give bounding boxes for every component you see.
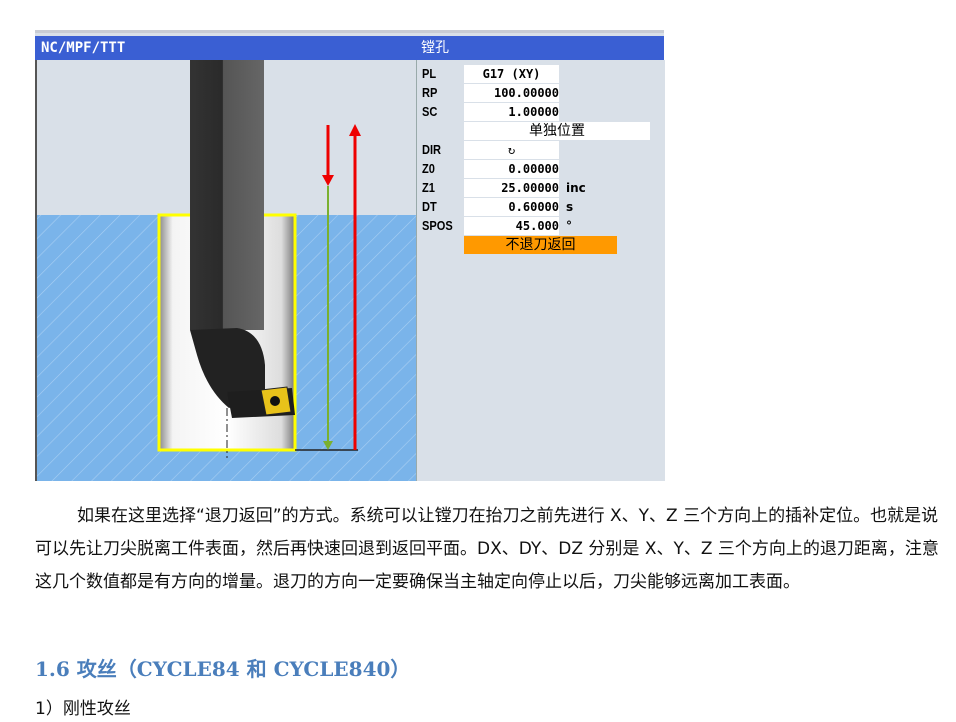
body-paragraph: 如果在这里选择“退刀返回”的方式。系统可以让镗刀在抬刀之前先进行 X、Y、Z 三… xyxy=(35,506,939,592)
param-z0-field[interactable]: 0.00000 xyxy=(464,160,559,178)
boring-graphic xyxy=(35,60,417,481)
param-z1-field[interactable]: 25.00000 xyxy=(464,179,559,197)
param-label: DIR xyxy=(422,142,442,157)
param-label: SPOS xyxy=(422,218,453,233)
boring-cycle-window: NC/MPF/TTT 镗孔 PL G17 (XY) RP 100.00000 SC 1… xyxy=(35,30,665,481)
param-spos-field[interactable]: 45.000 xyxy=(464,217,559,235)
param-pl-field[interactable]: G17 (XY) xyxy=(464,65,559,83)
param-sc-field[interactable]: 1.00000 xyxy=(464,103,559,121)
boring-tool-diagram xyxy=(37,60,417,481)
position-mode-field[interactable]: 单独位置 xyxy=(464,122,650,140)
tool-shaft xyxy=(190,60,264,330)
param-dir-field[interactable]: ↻ xyxy=(464,141,559,159)
param-label: Z1 xyxy=(422,180,435,195)
path-title: NC/MPF/TTT xyxy=(35,36,416,60)
param-label: DT xyxy=(422,199,437,214)
param-label: RP xyxy=(422,85,438,100)
param-rp-field[interactable]: 100.00000 xyxy=(464,84,559,102)
retract-option-field[interactable]: 不退刀返回 xyxy=(464,236,617,254)
param-label: Z0 xyxy=(422,161,435,176)
param-dt-field[interactable]: 0.60000 xyxy=(464,198,559,216)
param-unit: s xyxy=(566,200,574,214)
param-unit: inc xyxy=(566,181,586,195)
param-label: SC xyxy=(422,104,438,119)
section-heading: 1.6 攻丝（CYCLE84 和 CYCLE840） xyxy=(35,657,411,681)
param-unit: ° xyxy=(566,219,572,233)
param-label: PL xyxy=(422,66,437,81)
parameter-panel: PL G17 (XY) RP 100.00000 SC 1.00000 单独位置 DI… xyxy=(416,60,665,481)
subsection-heading: 1）刚性攻丝 xyxy=(35,699,131,719)
cycle-title: 镗孔 xyxy=(416,36,664,60)
